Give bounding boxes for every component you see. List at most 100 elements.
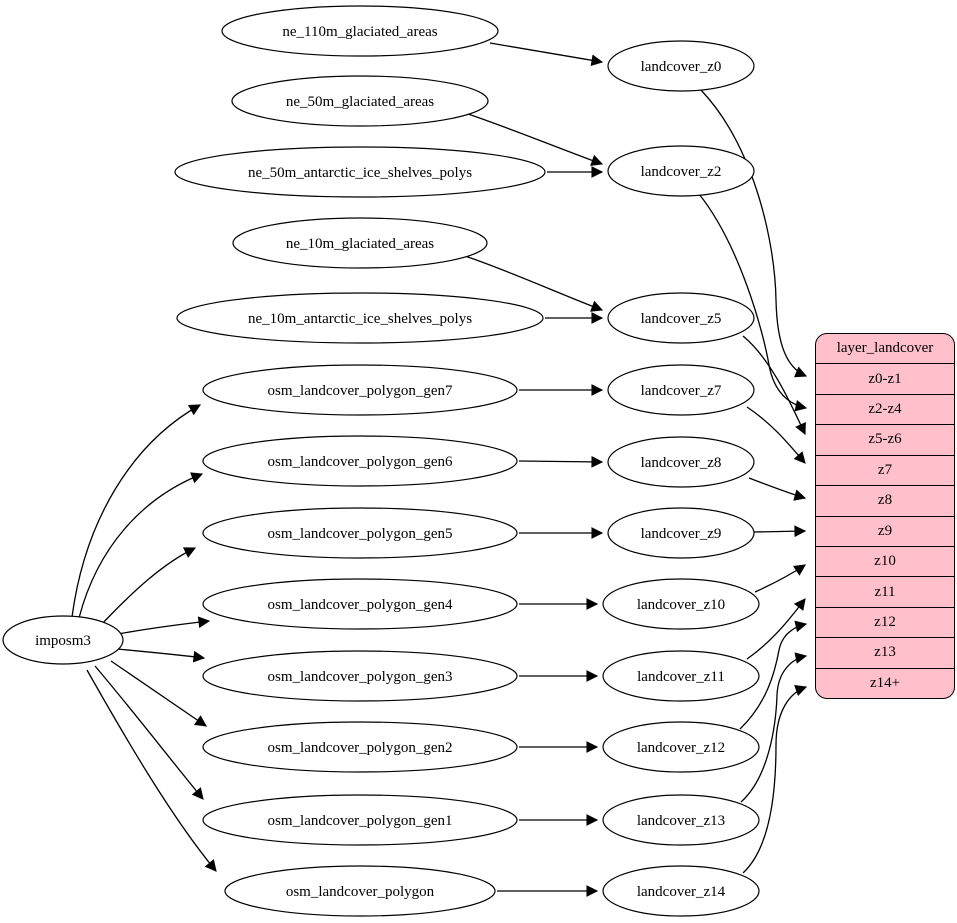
node-ellipse [607,40,755,92]
node-ellipse [232,217,488,269]
node-ellipse [224,865,496,917]
edge-imposm3-to-osm-landcover-polygon-gen2 [110,660,207,727]
edge-landcover-z11-to-row-z11 [746,598,806,660]
node-ellipse [202,578,518,630]
node-ellipse [602,650,760,702]
table-row-z0-z1: z0-z1 [816,363,954,393]
node-landcover-z12: landcover_z12 [602,721,760,773]
node-ellipse [174,146,546,198]
node-ellipse [202,435,518,487]
edge-landcover-z0-to-row-z0-z1 [699,88,808,378]
edge-imposm3-to-osm-landcover-polygon-gen1 [94,665,204,800]
node-ellipse [607,292,755,344]
node-label: landcover_z7 [641,383,722,399]
node-label: osm_landcover_polygon_gen1 [268,813,453,829]
node-label: imposm3 [35,633,91,649]
node-label: landcover_z10 [637,597,725,613]
table-row-z7: z7 [816,454,954,485]
edge-osm-landcover-polygon-gen6-to-landcover-z8 [518,456,604,468]
node-ellipse [602,721,760,773]
edge-landcover-z8-to-row-z8 [748,477,807,501]
node-label: landcover_z11 [637,669,725,685]
edge-ne-10m-glaciated-areas-to-landcover-z5 [464,255,604,312]
node-label: landcover_z9 [641,526,722,542]
edge-imposm3-to-osm-landcover-polygon-gen3 [116,648,206,663]
node-label: landcover_z8 [641,455,722,471]
node-ellipse [602,578,760,630]
node-osm-landcover-polygon-gen5: osm_landcover_polygon_gen5 [202,507,518,559]
node-osm-landcover-polygon-gen4: osm_landcover_polygon_gen4 [202,578,518,630]
node-label: landcover_z2 [641,164,722,180]
table-row-z12: z12 [816,606,954,637]
edge-imposm3-to-osm-landcover-polygon-gen7 [71,404,202,618]
edge-imposm3-to-osm-landcover-polygon-gen5 [100,547,197,626]
node-label: ne_110m_glaciated_areas [282,24,437,40]
node-label: landcover_z14 [637,884,726,900]
node-ellipse [602,865,760,917]
node-imposm3: imposm3 [2,615,124,665]
node-landcover-z11: landcover_z11 [602,650,760,702]
table-row-z13: z13 [816,637,954,667]
table-row-z2-z4: z2-z4 [816,393,954,424]
node-label: landcover_z0 [641,59,722,75]
node-ellipse [176,292,544,344]
node-landcover-z9: landcover_z9 [607,507,755,559]
node-ellipse [202,721,518,773]
node-ellipse [202,507,518,559]
edge-landcover-z2-to-row-z2-z4 [698,193,808,412]
node-ne-110m-glaciated-areas: ne_110m_glaciated_areas [221,5,499,57]
table-row-z14plus: z14+ [816,667,954,698]
node-ellipse [202,794,518,846]
node-ne-50m-antarctic-ice-shelves-polys: ne_50m_antarctic_ice_shelves_polys [174,146,546,198]
node-ellipse [231,75,489,127]
node-osm-landcover-polygon: osm_landcover_polygon [224,865,496,917]
node-label: osm_landcover_polygon_gen3 [268,669,453,685]
node-ne-50m-glaciated-areas: ne_50m_glaciated_areas [231,75,489,127]
table-row-z11: z11 [816,576,954,606]
node-ne-10m-antarctic-ice-shelves-polys: ne_10m_antarctic_ice_shelves_polys [176,292,544,344]
edge-ne-50m-glaciated-areas-to-landcover-z2 [467,113,604,166]
node-label: landcover_z13 [637,813,725,829]
node-osm-landcover-polygon-gen1: osm_landcover_polygon_gen1 [202,794,518,846]
edge-landcover-z10-to-row-z10 [754,564,806,593]
node-osm-landcover-polygon-gen6: osm_landcover_polygon_gen6 [202,435,518,487]
node-osm-landcover-polygon-gen3: osm_landcover_polygon_gen3 [202,650,518,702]
node-osm-landcover-polygon-gen7: osm_landcover_polygon_gen7 [202,364,518,416]
node-ellipse [602,794,760,846]
node-label: landcover_z12 [637,740,725,756]
node-landcover-z13: landcover_z13 [602,794,760,846]
table-row-z5-z6: z5-z6 [816,424,954,454]
node-label: osm_landcover_polygon_gen2 [268,740,453,756]
table-row-z10: z10 [816,545,954,576]
node-label: osm_landcover_polygon_gen6 [268,454,453,470]
node-label: ne_10m_antarctic_ice_shelves_polys [248,311,472,327]
node-label: ne_10m_glaciated_areas [286,236,434,252]
edge-landcover-z9-to-row-z9 [753,525,807,538]
edge-landcover-z13-to-row-z13 [740,652,808,803]
node-landcover-z14: landcover_z14 [602,865,760,917]
node-ellipse [2,615,124,665]
node-label: osm_landcover_polygon_gen5 [268,526,453,542]
table-layer-landcover: layer_landcover z0-z1 z2-z4 z5-z6 z7 z8 … [815,333,955,699]
node-ne-10m-glaciated-areas: ne_10m_glaciated_areas [232,217,488,269]
edge-landcover-z14-to-row-z14plus [742,684,808,874]
node-ellipse [607,436,755,488]
node-ellipse [221,5,499,57]
edge-landcover-z5-to-row-z5-z6 [742,335,806,436]
node-ellipse [607,507,755,559]
node-label: osm_landcover_polygon [286,884,435,900]
table-header: layer_landcover [836,340,934,357]
edge-imposm3-to-osm-landcover-polygon [86,669,217,872]
node-landcover-z8: landcover_z8 [607,436,755,488]
node-ellipse [607,145,755,197]
node-ellipse [202,650,518,702]
edge-landcover-z12-to-row-z12 [739,620,808,730]
edge-imposm3-to-osm-landcover-polygon-gen4 [117,616,211,635]
edge-imposm3-to-osm-landcover-polygon-gen6 [78,472,204,619]
node-ellipse [202,364,518,416]
node-ellipse [607,364,755,416]
edge-landcover-z7-to-row-z7 [746,406,806,464]
node-osm-landcover-polygon-gen2: osm_landcover_polygon_gen2 [202,721,518,773]
node-landcover-z10: landcover_z10 [602,578,760,630]
